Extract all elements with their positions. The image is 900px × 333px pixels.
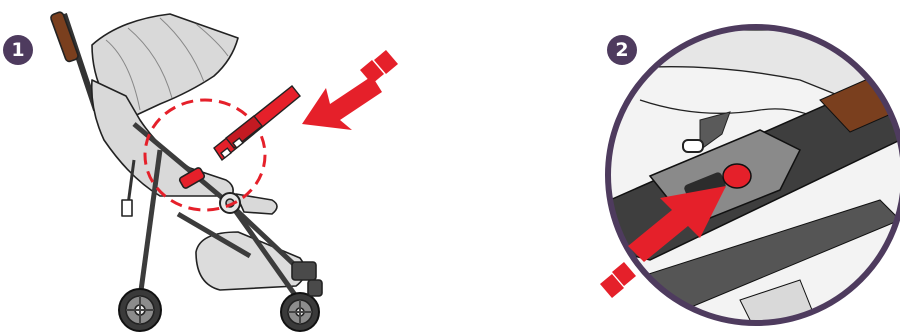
zoom-detail-icon — [600, 20, 900, 333]
red-clip-part-icon — [214, 86, 300, 160]
rear-wheel — [119, 289, 161, 331]
stroller-icon — [50, 11, 322, 331]
stroller-handle — [50, 11, 96, 110]
insert-arrow-icon — [302, 50, 398, 130]
